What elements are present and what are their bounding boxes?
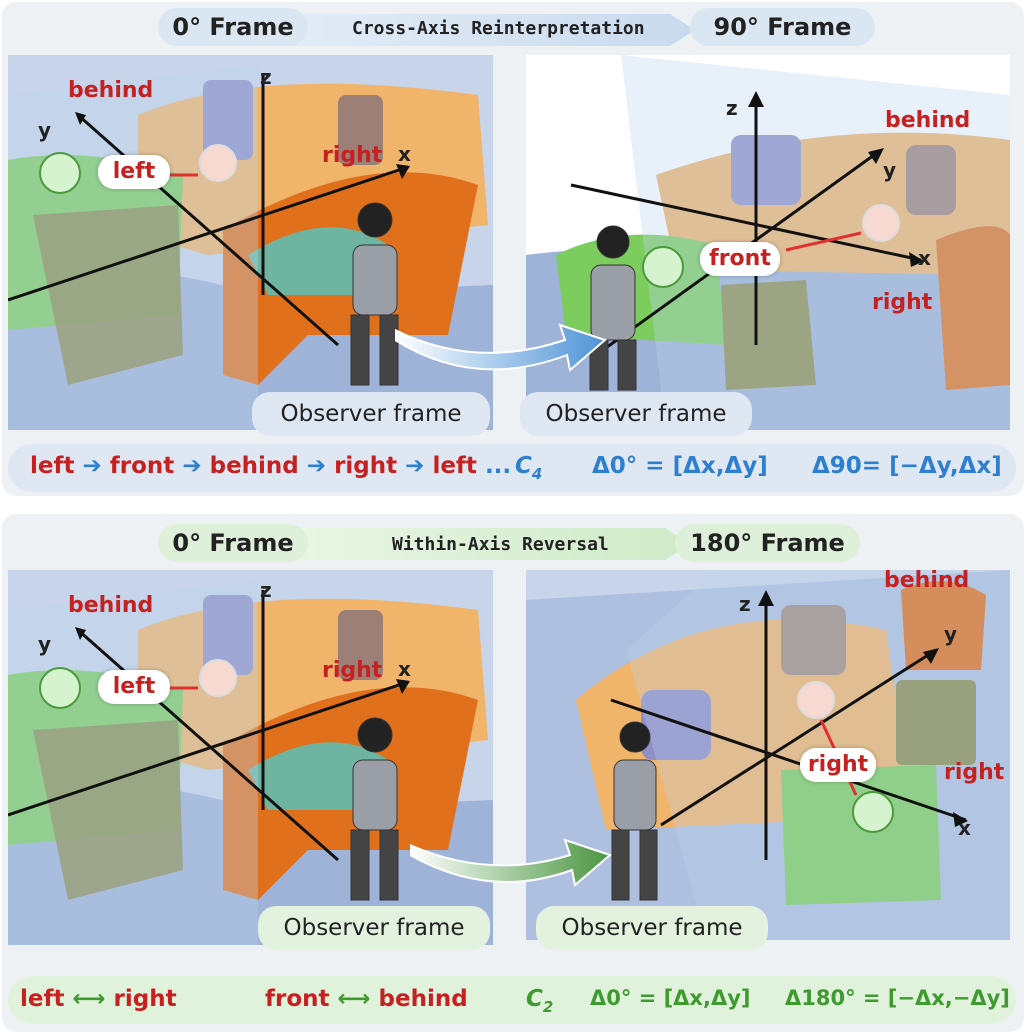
top-formula-sequence: left ➔ front ➔ behind ➔ right ➔ left ... — [30, 453, 511, 479]
top-left-y-axis-label: y — [38, 118, 51, 142]
top-left-right-label: right — [322, 143, 382, 168]
bottom-eq2: Δ180° = [−Δx,−Δy] — [785, 986, 1010, 1010]
top-right-behind-label: behind — [885, 108, 970, 133]
group-letter: C — [526, 986, 543, 1012]
top-frame-right-label: 90° Frame — [690, 8, 875, 46]
top-eq1: Δ0° = [Δx,Δy] — [592, 453, 768, 479]
bottom-left-left-pill: left — [98, 670, 170, 704]
bottom-right-z-axis-label: z — [739, 592, 751, 616]
bottom-frame-right-label: 180° Frame — [675, 524, 860, 562]
pair1-right: right — [114, 986, 177, 1012]
top-eq2: Δ90= [−Δy,Δx] — [812, 453, 1002, 479]
bottom-formula-pair-1: left ⟷ right — [20, 986, 177, 1012]
seq-item-right: right — [334, 453, 397, 479]
bottom-group-symbol: C2 — [526, 986, 553, 1016]
top-band-label: Cross-Axis Reinterpretation — [352, 18, 645, 39]
arrow-icon: ➔ — [397, 453, 424, 479]
bottom-frame-left-label: 0° Frame — [158, 524, 308, 562]
top-left-z-axis-label: z — [260, 65, 272, 89]
bottom-right-right-label: right — [944, 760, 1004, 785]
seq-item-left-again: left — [432, 453, 476, 479]
arrow-icon: ➔ — [74, 453, 101, 479]
top-left-x-axis-label: x — [398, 142, 411, 166]
bottom-right-behind-label: behind — [884, 568, 969, 593]
bottom-formula-pair-2: front ⟷ behind — [265, 986, 468, 1012]
bottom-right-x-axis-label: x — [958, 816, 971, 840]
group-letter: C — [515, 453, 532, 479]
top-right-z-axis-label: z — [726, 96, 738, 120]
arrow-icon: ➔ — [174, 453, 201, 479]
top-frame-left-label: 0° Frame — [158, 8, 308, 46]
top-left-left-pill: left — [98, 155, 170, 189]
bottom-right-y-axis-label: y — [944, 622, 957, 646]
group-subscript: 4 — [532, 465, 542, 483]
bottom-left-x-axis-label: x — [398, 657, 411, 681]
seq-ellipsis: ... — [485, 453, 511, 479]
group-subscript: 2 — [543, 998, 553, 1016]
top-right-x-axis-label: x — [918, 246, 931, 270]
top-left-behind-label: behind — [68, 78, 153, 103]
bottom-transfer-arrow — [410, 830, 620, 910]
double-arrow-icon: ⟷ — [73, 986, 106, 1012]
arrow-icon: ➔ — [299, 453, 326, 479]
top-right-y-axis-label: y — [883, 158, 896, 182]
top-transfer-arrow — [395, 310, 615, 400]
pair2-behind: behind — [379, 986, 468, 1012]
bottom-eq1: Δ0° = [Δx,Δy] — [590, 986, 751, 1010]
seq-item-behind: behind — [210, 453, 299, 479]
top-right-right-label: right — [872, 290, 932, 315]
seq-item-left: left — [30, 453, 74, 479]
bottom-right-right-pill: right — [800, 748, 876, 782]
bottom-left-right-label: right — [322, 658, 382, 683]
seq-item-front: front — [110, 453, 175, 479]
bottom-left-z-axis-label: z — [260, 578, 272, 602]
bottom-right-observer-frame: Observer frame — [536, 906, 768, 950]
pair1-left: left — [20, 986, 64, 1012]
pair2-front: front — [265, 986, 330, 1012]
top-group-symbol: C4 — [515, 453, 542, 483]
double-arrow-icon: ⟷ — [338, 986, 371, 1012]
top-right-front-pill: front — [700, 242, 780, 276]
bottom-band-label: Within-Axis Reversal — [392, 534, 609, 555]
bottom-left-y-axis-label: y — [38, 632, 51, 656]
bottom-left-behind-label: behind — [68, 593, 153, 618]
bottom-left-observer-frame: Observer frame — [258, 906, 490, 950]
